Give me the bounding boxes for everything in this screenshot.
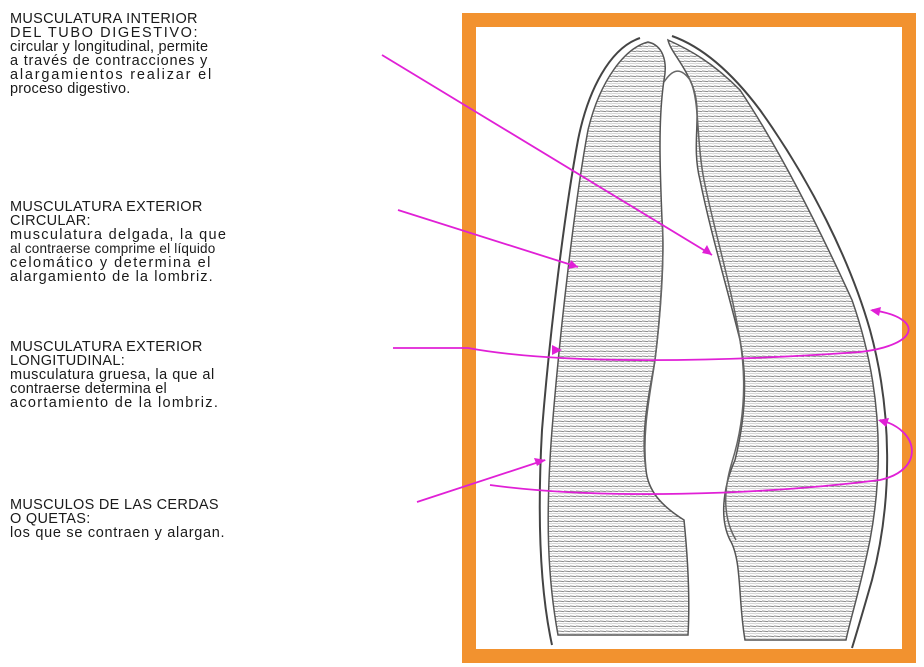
label-desc-line: acortamiento de la lombriz. [10, 396, 390, 410]
label-desc-line: musculatura delgada, la que [10, 228, 390, 242]
label-bristle-muscles: MUSCULOS DE LAS CERDAS O QUETAS: los que… [10, 498, 390, 540]
label-title-line: MUSCULATURA EXTERIOR [10, 200, 390, 214]
arrowhead-longitudinal-right [870, 307, 881, 316]
label-exterior-circular: MUSCULATURA EXTERIOR CIRCULAR: musculatu… [10, 200, 390, 284]
arrowhead-bristle-right [878, 418, 889, 427]
label-desc-line: circular y longitudinal, permite [10, 40, 390, 54]
label-desc-line: al contraerse comprime el líquido [10, 242, 390, 256]
label-desc-line: proceso digestivo. [10, 82, 390, 96]
label-desc-line: musculatura gruesa, la que al [10, 368, 390, 382]
label-desc-line: a través de contracciones y [10, 54, 390, 68]
label-title-line: LONGITUDINAL: [10, 354, 390, 368]
label-title-line: CIRCULAR: [10, 214, 390, 228]
label-title-line: MUSCULATURA EXTERIOR [10, 340, 390, 354]
left-muscle-wall [548, 42, 689, 635]
label-desc-line: alargamientos realizar el [10, 68, 390, 82]
arrow-exterior-circular [398, 210, 578, 267]
label-desc-line: contraerse determina el [10, 382, 390, 396]
label-title-line: MUSCULOS DE LAS CERDAS [10, 498, 390, 512]
label-desc-line: celomático y determina el [10, 256, 390, 270]
label-exterior-longitudinal: MUSCULATURA EXTERIOR LONGITUDINAL: muscu… [10, 340, 390, 410]
label-desc-line: los que se contraen y alargan. [10, 526, 390, 540]
label-title-line: DEL TUBO DIGESTIVO: [10, 26, 390, 40]
label-desc-line: alargamiento de la lombriz. [10, 270, 390, 284]
label-title-line: O QUETAS: [10, 512, 390, 526]
label-interior-musculature: MUSCULATURA INTERIOR DEL TUBO DIGESTIVO:… [10, 12, 390, 96]
label-title-line: MUSCULATURA INTERIOR [10, 12, 390, 26]
